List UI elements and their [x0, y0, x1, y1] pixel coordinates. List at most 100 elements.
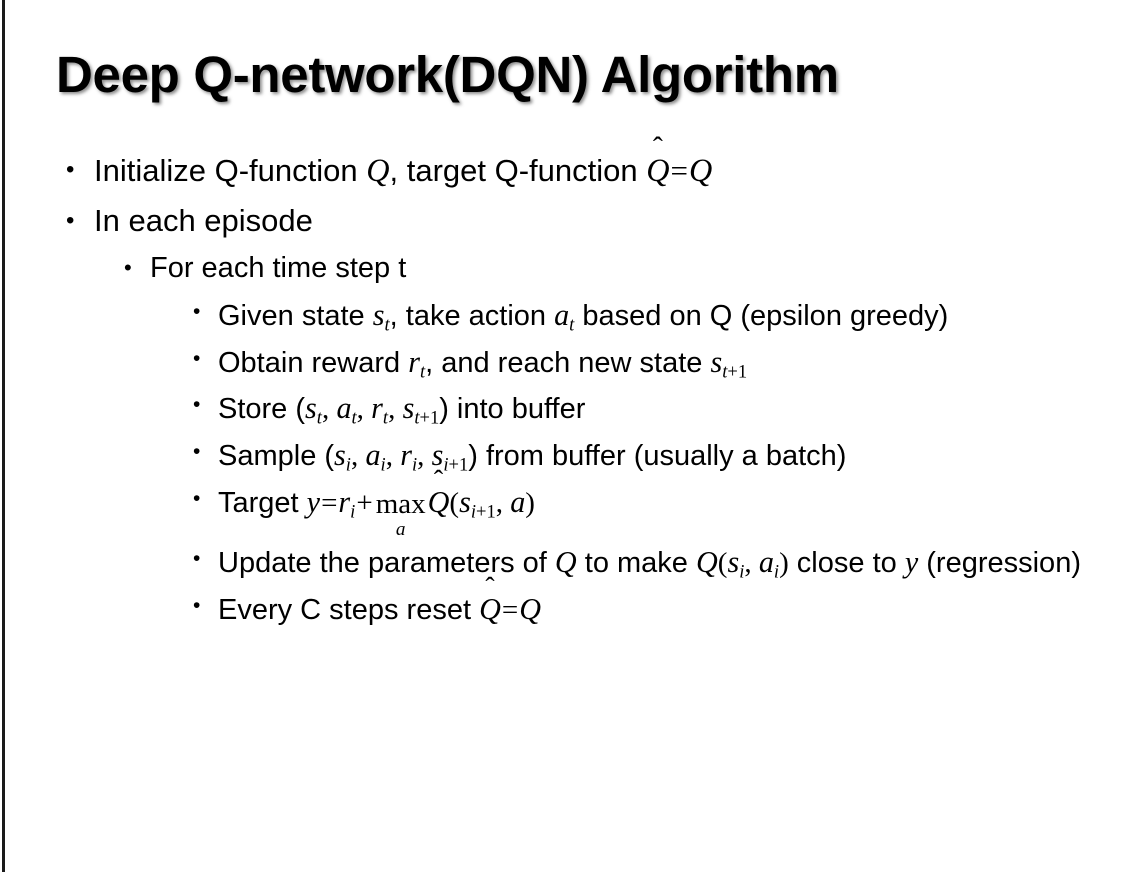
bullet-marker: •: [193, 547, 201, 571]
math-q-hat: ̂Q: [428, 480, 450, 524]
text-run: ,: [744, 547, 759, 580]
math-s: s: [727, 545, 740, 580]
text-run: Target: [218, 486, 307, 519]
text-run: Store (: [218, 393, 306, 426]
subscript-offset: +1: [475, 501, 496, 523]
math-subscript: i: [739, 561, 745, 583]
math-q: Q: [366, 152, 390, 188]
math-subscript: t: [384, 314, 390, 336]
text-run: ) from buffer (usually a batch): [468, 439, 847, 472]
bullet-marker: •: [193, 393, 201, 417]
math-y: y: [306, 484, 321, 519]
math-q: Q: [689, 152, 713, 188]
math-paren-open: (: [449, 486, 460, 519]
math-paren-open: (: [717, 547, 728, 580]
math-s: s: [459, 484, 471, 519]
math-a: a: [758, 545, 774, 580]
slide-left-edge: [2, 0, 5, 872]
math-q-hat: ̂Q: [646, 148, 669, 194]
operator-name: max: [375, 488, 426, 521]
math-s: s: [431, 437, 444, 472]
list-item: • Initialize Q-function Q, target Q-func…: [0, 148, 1124, 194]
list-item-text: Obtain reward rt, and reach new state st…: [218, 340, 1094, 386]
math-r: r: [338, 484, 351, 519]
text-run: close to: [788, 547, 905, 580]
subscript-index: i: [470, 501, 476, 523]
subscript-offset: +1: [448, 454, 469, 476]
math-symbol: Q: [427, 484, 450, 519]
list-item-text: Update the parameters of Q to make Q(si,…: [218, 540, 1094, 586]
math-s: s: [402, 391, 415, 426]
math-plus: +: [356, 486, 373, 519]
text-run: ,: [417, 439, 432, 472]
math-equals: =: [670, 153, 689, 188]
math-subscript: t: [316, 407, 322, 429]
text-run: based on Q (epsilon greedy): [574, 299, 949, 332]
math-subscript: i: [345, 454, 351, 476]
math-r: r: [408, 344, 420, 379]
text-run: ,: [385, 439, 401, 472]
subscript-index: t: [414, 407, 420, 429]
operator-limit: a: [395, 519, 406, 541]
math-paren-close: ): [525, 486, 535, 519]
math-symbol: Q: [479, 591, 501, 626]
math-subscript: i+1: [443, 454, 468, 475]
list-item: • In each episode: [0, 199, 1124, 243]
math-s: s: [372, 297, 385, 332]
bullet-marker: •: [66, 156, 75, 183]
bullet-marker: •: [193, 439, 201, 463]
math-r: r: [400, 437, 412, 472]
math-subscript: i: [773, 561, 780, 583]
text-run: ,: [495, 486, 511, 519]
math-equals: =: [321, 486, 338, 519]
text-run: , take action: [389, 299, 555, 332]
list-item-text: Target y=ri+maxâQ(si+1, a): [218, 480, 1094, 540]
bullet-marker: •: [193, 486, 201, 510]
subscript-index: i: [443, 454, 449, 476]
bullet-list: • Initialize Q-function Q, target Q-func…: [0, 148, 1124, 632]
math-q: Q: [695, 545, 718, 580]
list-item: • Update the parameters of Q to make Q(s…: [0, 540, 1124, 586]
text-run: Initialize Q-function: [94, 153, 367, 188]
list-item-text: Store (st, at, rt, st+1) into buffer: [218, 386, 1094, 432]
list-item-text: In each episode: [94, 202, 313, 238]
list-item: • Given state st, take action at based o…: [0, 293, 1124, 339]
text-run: , target Q-function: [389, 153, 647, 188]
math-subscript: i: [350, 501, 356, 523]
bullet-marker: •: [193, 346, 201, 370]
list-item: • Every C steps reset ̂Q=Q: [0, 587, 1124, 631]
list-item-text: Initialize Q-function Q, target Q-functi…: [94, 148, 1124, 194]
list-item-text: Sample (si, ai, ri, si+1) from buffer (u…: [218, 433, 1094, 479]
bullet-marker: •: [66, 206, 75, 234]
bullet-marker: •: [124, 254, 132, 280]
subscript-offset: +1: [727, 361, 748, 383]
text-run: ,: [356, 393, 372, 426]
math-a: a: [365, 437, 381, 472]
text-run: Sample (: [218, 439, 335, 472]
math-a: a: [336, 391, 352, 426]
math-q: Q: [519, 591, 542, 626]
math-s: s: [710, 344, 723, 379]
math-subscript: i+1: [471, 501, 496, 522]
text-run: , and reach new state: [425, 346, 711, 379]
text-run: (regression): [918, 547, 1081, 580]
math-q-hat: ̂Q: [479, 587, 501, 631]
text-run: ) into buffer: [439, 393, 586, 426]
bullet-marker: •: [193, 593, 201, 617]
math-subscript: t+1: [722, 361, 747, 382]
math-subscript: t: [569, 314, 575, 336]
math-a: a: [554, 297, 570, 332]
math-subscript: t: [382, 407, 389, 429]
math-subscript: i: [380, 454, 386, 476]
math-subscript: t: [419, 361, 426, 383]
math-y: y: [904, 545, 919, 580]
math-subscript: i: [411, 454, 418, 476]
math-equals: =: [501, 593, 519, 626]
math-symbol: Q: [646, 152, 670, 188]
list-item-text: Given state st, take action at based on …: [218, 293, 1094, 339]
text-run: ,: [350, 439, 366, 472]
text-run: Obtain reward: [218, 346, 409, 379]
list-item: • Target y=ri+maxâQ(si+1, a): [0, 480, 1124, 540]
